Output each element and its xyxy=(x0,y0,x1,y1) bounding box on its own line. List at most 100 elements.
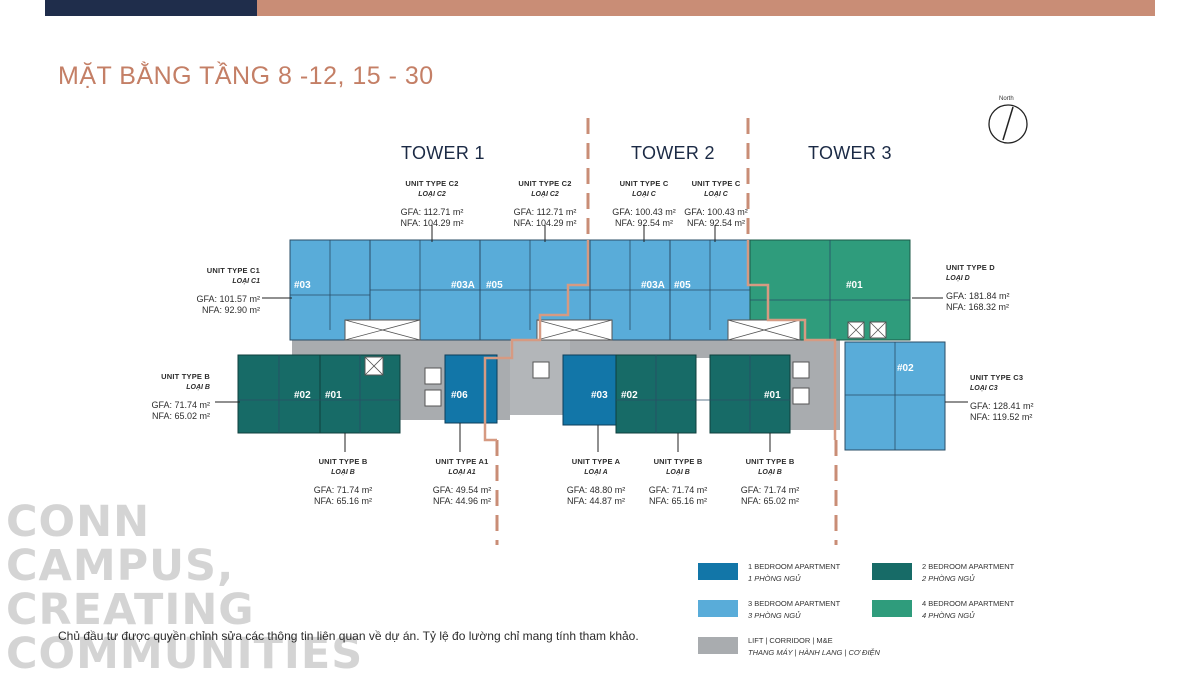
unit-type: UNIT TYPE B xyxy=(318,457,368,466)
unit-type: UNIT TYPE B xyxy=(653,457,703,466)
unit-nfa: NFA: 44.87 m² xyxy=(566,496,626,506)
unit-nfa: NFA: 92.90 m² xyxy=(201,305,260,315)
unit-type-vi: LOẠI C1 xyxy=(232,278,260,285)
unit-type: UNIT TYPE A xyxy=(571,457,621,466)
unit-gfa: GFA: 71.74 m² xyxy=(313,485,373,495)
tower-2-label: TOWER 2 xyxy=(631,143,715,163)
unit-nfa: NFA: 92.54 m² xyxy=(686,218,746,228)
room-tag: #06 xyxy=(451,390,468,401)
unit-type-vi: LOẠI B xyxy=(331,469,355,476)
unit-gfa: GFA: 49.54 m² xyxy=(432,485,492,495)
slogan-line: COMMUNITIES xyxy=(6,629,364,679)
unit-gfa: GFA: 48.80 m² xyxy=(566,485,626,495)
unit-nfa: NFA: 65.16 m² xyxy=(648,496,708,506)
unit-block xyxy=(444,354,498,424)
unit-type-vi: LOẠI C xyxy=(704,191,728,198)
disclaimer: Chủ đầu tư được quyền chỉnh sửa các thôn… xyxy=(58,629,639,643)
unit-type-vi: LOẠI B xyxy=(758,469,782,476)
unit-gfa: GFA: 100.43 m² xyxy=(612,207,676,217)
unit-gfa: GFA: 112.71 m² xyxy=(513,207,577,217)
unit-card: UNIT TYPE B LOẠI B GFA: 71.74 m² NFA: 65… xyxy=(130,371,210,422)
tower-boundary-solid xyxy=(483,240,837,442)
unit-type-vi: LOẠI C3 xyxy=(970,385,998,392)
unit-card: UNIT TYPE B LOẠI B GFA: 71.74 m² NFA: 65… xyxy=(638,456,718,507)
unit-card: UNIT TYPE C LOẠI C GFA: 100.43 m² NFA: 9… xyxy=(608,178,680,229)
legend-swatch-1-bedroom xyxy=(698,563,738,580)
room-tag: #01 xyxy=(764,390,781,401)
unit-type-vi: LOẠI C2 xyxy=(531,191,559,198)
legend-label-vi: THANG MÁY | HÀNH LANG | CƠ ĐIỆN xyxy=(748,648,880,657)
unit-card: UNIT TYPE B LOẠI B GFA: 71.74 m² NFA: 65… xyxy=(303,456,383,507)
unit-card: UNIT TYPE A1 LOẠI A1 GFA: 49.54 m² NFA: … xyxy=(422,456,502,507)
unit-type: UNIT TYPE A1 xyxy=(435,457,489,466)
unit-nfa: NFA: 119.52 m² xyxy=(970,412,1033,422)
room-tag: #03 xyxy=(294,280,311,291)
unit-gfa: GFA: 101.57 m² xyxy=(196,294,260,304)
unit-gfa: GFA: 100.43 m² xyxy=(684,207,748,217)
unit-card: UNIT TYPE D LOẠI D GFA: 181.84 m² NFA: 1… xyxy=(946,262,1026,313)
callout-leaders xyxy=(215,225,968,452)
north-label: North xyxy=(999,96,1014,102)
unit-type-vi: LOẠI A xyxy=(584,469,608,476)
room-tag: #02 xyxy=(621,390,638,401)
unit-type-vi: LOẠI B xyxy=(186,384,210,391)
unit-nfa: NFA: 65.02 m² xyxy=(740,496,800,506)
room-tag: #02 xyxy=(897,363,914,374)
legend-label: 2 BEDROOM APARTMENT xyxy=(922,562,1015,571)
background-slogan: CONN CAMPUS, CREATING COMMUNITIES xyxy=(6,500,363,676)
legend-swatch-3-bedroom xyxy=(698,600,738,617)
unit-type-vi: LOẠI B xyxy=(666,469,690,476)
legend-swatch-4-bedroom xyxy=(872,600,912,617)
unit-card: UNIT TYPE A LOẠI A GFA: 48.80 m² NFA: 44… xyxy=(556,456,636,507)
unit-type-vi: LOẠI C2 xyxy=(418,191,446,198)
unit-gfa: GFA: 112.71 m² xyxy=(400,207,464,217)
unit-card: UNIT TYPE C2 LOẠI C2 GFA: 112.71 m² NFA:… xyxy=(392,178,472,229)
unit-card: UNIT TYPE B LOẠI B GFA: 71.74 m² NFA: 65… xyxy=(730,456,810,507)
tower-3-label: TOWER 3 xyxy=(808,143,892,163)
unit-nfa: NFA: 92.54 m² xyxy=(614,218,674,228)
legend-swatch-2-bedroom xyxy=(872,563,912,580)
unit-nfa: NFA: 65.02 m² xyxy=(151,411,210,421)
unit-gfa: GFA: 181.84 m² xyxy=(946,291,1010,301)
unit-type-vi: LOẠI A1 xyxy=(448,469,476,476)
unit-nfa: NFA: 104.29 m² xyxy=(513,218,577,228)
legend-label: 4 BEDROOM APARTMENT xyxy=(922,599,1015,608)
unit-card: UNIT TYPE C2 LOẠI C2 GFA: 112.71 m² NFA:… xyxy=(505,178,585,229)
unit-type: UNIT TYPE D xyxy=(946,263,995,272)
unit-card: UNIT TYPE C3 LOẠI C3 GFA: 128.41 m² NFA:… xyxy=(970,372,1050,423)
room-tag: #01 xyxy=(846,280,863,291)
room-partitions xyxy=(238,240,945,450)
slogan-line: CAMPUS, xyxy=(6,541,235,591)
unit-type-vi: LOẠI C xyxy=(632,191,656,198)
tower-1-label: TOWER 1 xyxy=(401,143,485,163)
unit-type: UNIT TYPE C3 xyxy=(970,373,1024,382)
unit-card: UNIT TYPE C1 LOẠI C1 GFA: 101.57 m² NFA:… xyxy=(180,265,260,316)
legend-label-vi: 2 PHÒNG NGỦ xyxy=(922,574,975,583)
corridor-east xyxy=(790,340,840,430)
unit-gfa: GFA: 128.41 m² xyxy=(970,401,1034,411)
legend-swatch-lift-corridor xyxy=(698,637,738,654)
north-compass-icon xyxy=(988,104,1028,144)
unit-type: UNIT TYPE C2 xyxy=(405,179,459,188)
room-tag: #03 xyxy=(591,390,608,401)
slogan-line: CREATING xyxy=(6,585,255,635)
legend-item: 3 BEDROOM APARTMENT 3 PHÒNG NGỦ xyxy=(698,598,840,622)
legend-item: 4 BEDROOM APARTMENT 4 PHÒNG NGỦ xyxy=(872,598,1014,622)
unit-gfa: GFA: 71.74 m² xyxy=(740,485,800,495)
room-tag: #02 xyxy=(294,390,311,401)
unit-type: UNIT TYPE C xyxy=(619,179,669,188)
unit-gfa: GFA: 71.74 m² xyxy=(151,400,210,410)
unit-card: UNIT TYPE C LOẠI C GFA: 100.43 m² NFA: 9… xyxy=(680,178,752,229)
legend-label-vi: 4 PHÒNG NGỦ xyxy=(922,611,975,620)
lift-cross-marks xyxy=(344,319,887,376)
legend-label: 3 BEDROOM APARTMENT xyxy=(748,599,841,608)
unit-nfa: NFA: 44.96 m² xyxy=(432,496,492,506)
page-title: MẶT BẰNG TẦNG 8 -12, 15 - 30 xyxy=(58,62,434,90)
unit-type: UNIT TYPE C1 xyxy=(206,266,260,275)
unit-block xyxy=(562,354,617,426)
legend-label-vi: 3 PHÒNG NGỦ xyxy=(748,611,801,620)
unit-type: UNIT TYPE C xyxy=(691,179,741,188)
tower-boundaries xyxy=(495,118,838,545)
